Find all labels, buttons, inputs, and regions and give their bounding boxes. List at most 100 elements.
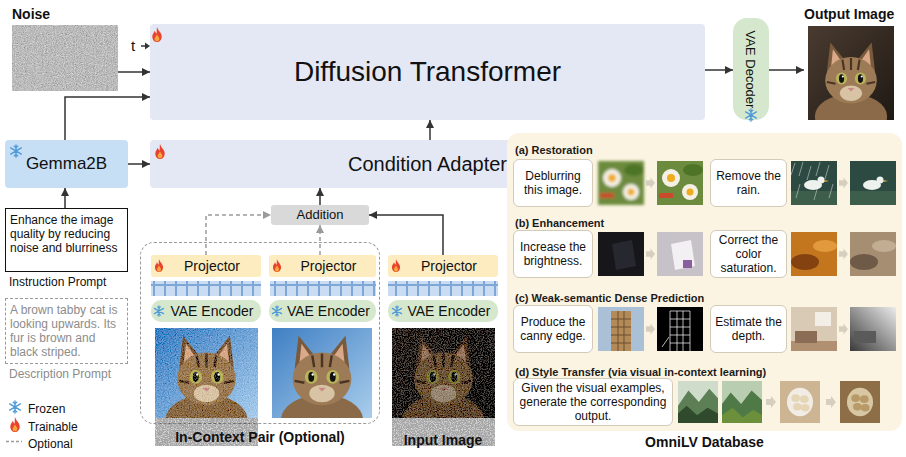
box-label: Produce the canny edge.	[516, 315, 590, 343]
connector	[319, 188, 321, 205]
text-slot: (b) Enhancement	[515, 213, 604, 231]
text-slot: Frozen	[28, 399, 65, 417]
box-label: Condition Adapter	[348, 152, 507, 176]
task-prompt: Estimate the depth.	[710, 305, 787, 353]
legend-trainable-sample	[10, 417, 19, 432]
box-label: Projector	[300, 258, 356, 275]
stylized-food	[840, 381, 880, 423]
building-photo	[598, 307, 644, 351]
task-prompt: Increase the brightness.	[513, 230, 593, 278]
text-slot: Input Image	[388, 431, 498, 449]
text-slot: (c) Weak-semantic Dense Prediction	[515, 288, 704, 306]
photo-shade	[392, 328, 495, 418]
clean-example-photo	[272, 328, 372, 445]
legend-label: Frozen	[28, 402, 65, 416]
box-label: VAE Encoder	[170, 303, 253, 320]
legend-label: Trainable	[28, 420, 78, 434]
frozen-icon	[154, 306, 163, 317]
step-arrow	[839, 178, 848, 189]
description-prompt: A brown tabby cat is looking upwards. It…	[5, 298, 128, 382]
box-label: Addition	[297, 207, 344, 223]
decoder-block: VAE Decoder	[733, 18, 769, 120]
prompt-frame: A brown tabby cat is looking upwards. It…	[5, 298, 128, 364]
photo-ground	[392, 328, 495, 418]
depth-map	[850, 307, 896, 351]
step-arrow	[826, 396, 836, 408]
prompt-text: Enhance the image quality by reducing no…	[10, 213, 123, 255]
stylized-landscape	[722, 381, 762, 423]
saturated-photo	[791, 232, 837, 276]
connector	[429, 120, 431, 140]
section-heading: (c) Weak-semantic Dense Prediction	[515, 292, 704, 304]
box-label: Increase the brightness.	[516, 240, 590, 268]
food-photo	[598, 161, 644, 205]
edge-map	[657, 307, 703, 351]
text-slot: t	[131, 37, 135, 55]
encoder-block: VAE Encoder	[388, 300, 498, 322]
box-label: VAE Encoder	[407, 303, 490, 320]
text-slot: Trainable	[28, 417, 78, 435]
connector	[128, 163, 150, 165]
step-arrow	[839, 249, 848, 260]
image-caption: Noise	[12, 6, 50, 22]
connector	[369, 215, 443, 255]
task-prompt: Correct the color saturation.	[710, 230, 787, 278]
room-photo	[791, 307, 837, 351]
rainy-photo	[791, 161, 837, 205]
food-photo	[780, 381, 820, 423]
connector	[118, 71, 150, 73]
frozen-icon	[746, 109, 757, 121]
bird-photo	[850, 161, 896, 205]
cat-figure	[815, 42, 887, 138]
box-label: Gemma2B	[26, 154, 107, 174]
rain-streaks	[791, 162, 833, 200]
text-slot: (a) Restoration	[515, 140, 593, 158]
text-encoder-block: Gemma2B	[5, 140, 128, 188]
connector	[206, 215, 271, 255]
trainable-icon	[155, 144, 164, 159]
box-label: Projector	[421, 258, 477, 275]
encoder-block: VAE Encoder	[269, 300, 376, 322]
instruction-prompt: Enhance the image quality by reducing no…	[5, 208, 128, 290]
noise-image	[12, 25, 118, 91]
task-prompt: Deblurring this image.	[513, 159, 593, 207]
prompt-caption: Description Prompt	[5, 367, 128, 382]
trainable-icon	[155, 259, 163, 272]
input-photo	[392, 328, 495, 445]
step-arrow	[646, 249, 655, 260]
connector	[319, 225, 321, 255]
connector	[64, 188, 66, 208]
section-heading: (a) Restoration	[515, 144, 593, 156]
prompt-caption: Instruction Prompt	[5, 275, 128, 290]
trainable-icon	[152, 27, 161, 42]
text-slot: Optional	[28, 434, 73, 452]
corrected-photo	[850, 232, 896, 276]
token-bar	[270, 281, 376, 296]
step-arrow	[839, 324, 848, 335]
bright-photo	[657, 232, 703, 276]
box-label: Diffusion Transformer	[294, 55, 561, 89]
landscape-photo	[678, 381, 718, 423]
box-label: VAE Decoder	[744, 30, 759, 108]
box-label: Remove the rain.	[713, 169, 784, 197]
projector-block: Projector	[388, 255, 498, 277]
text-slot: Output Image	[804, 5, 894, 23]
projector-block: Projector	[151, 255, 261, 277]
panel-caption: OmniLV Database	[507, 434, 902, 450]
cat-figure	[165, 336, 247, 446]
legend-frozen-sample	[10, 401, 21, 413]
blurred-photo	[598, 161, 644, 205]
timestep-arrowhead	[145, 43, 150, 50]
text-slot: Noise	[12, 5, 50, 23]
group-caption: In-Context Pair (Optional)	[141, 429, 379, 445]
step-arrow	[646, 178, 655, 189]
frozen-icon	[272, 306, 281, 317]
legend-optional-sample	[6, 441, 22, 443]
text-slot: (d) Style Transfer (via visual in-contex…	[515, 362, 766, 380]
token-bar	[151, 281, 261, 296]
frozen-icon	[392, 306, 401, 317]
frozen-icon	[11, 145, 22, 157]
step-arrow	[646, 324, 655, 335]
box-label: Estimate the depth.	[713, 315, 784, 343]
connector	[705, 69, 733, 71]
